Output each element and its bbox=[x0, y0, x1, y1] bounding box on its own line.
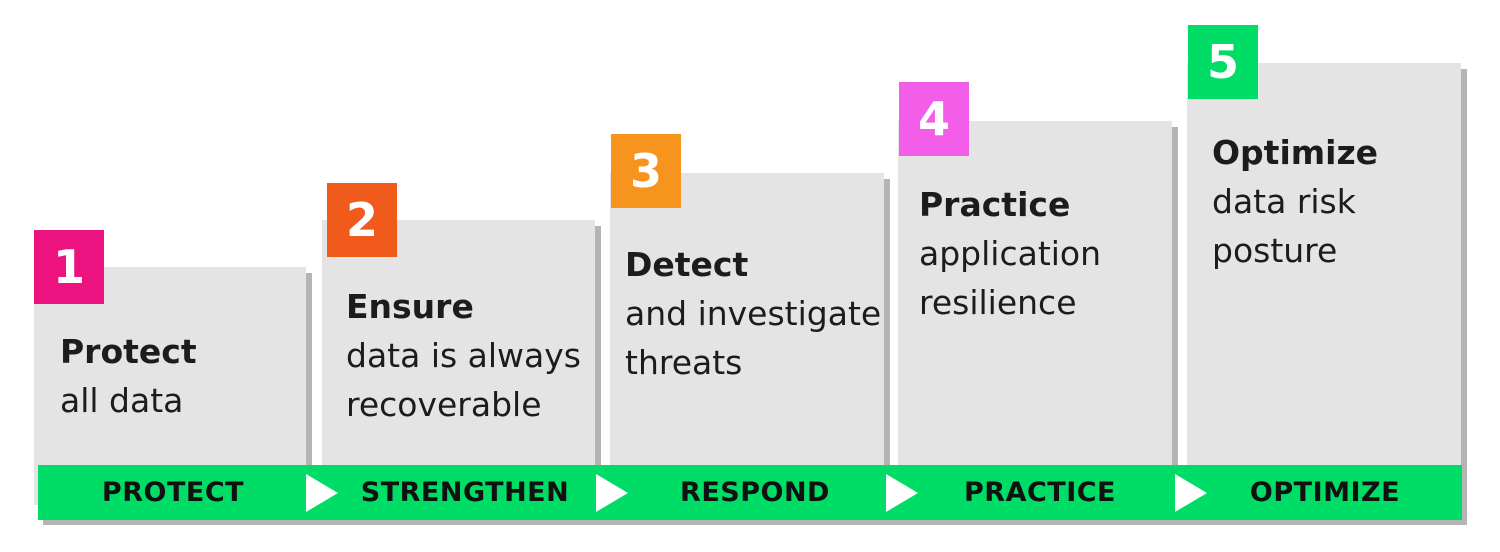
play-arrow-icon bbox=[596, 474, 628, 512]
play-arrow-icon bbox=[306, 474, 338, 512]
step-text-1: Protect all data bbox=[60, 327, 197, 425]
step-text-2: Ensure data is always recoverable bbox=[346, 282, 581, 429]
step-description: application resilience bbox=[919, 234, 1102, 322]
step-heading: Protect bbox=[60, 332, 197, 371]
step-description: and investigate threats bbox=[625, 294, 882, 382]
stage-bar bbox=[38, 465, 1462, 520]
stage-label-optimize: OPTIMIZE bbox=[1249, 477, 1401, 508]
step-heading: Practice bbox=[919, 185, 1071, 224]
step-card-2 bbox=[322, 220, 595, 505]
step-text-5: Optimize data risk posture bbox=[1212, 128, 1378, 275]
step-heading: Optimize bbox=[1212, 133, 1379, 172]
stage-label-practice: PRACTICE bbox=[963, 477, 1116, 508]
step-text-4: Practice application resilience bbox=[919, 180, 1101, 327]
step-number-badge-5: 5 bbox=[1188, 25, 1258, 99]
step-heading: Detect bbox=[625, 245, 749, 284]
stage-label-protect: PROTECT bbox=[101, 477, 245, 508]
stage-label-strengthen: STRENGTHEN bbox=[360, 477, 570, 508]
step-number-badge-4: 4 bbox=[899, 82, 969, 156]
step-card-4 bbox=[898, 121, 1172, 505]
step-description: data risk posture bbox=[1212, 182, 1356, 270]
step-number-badge-1: 1 bbox=[34, 230, 104, 304]
step-number-badge-3: 3 bbox=[611, 134, 681, 208]
stage-label-respond: RESPOND bbox=[680, 477, 830, 508]
step-text-3: Detect and investigate threats bbox=[625, 240, 881, 387]
step-card-5 bbox=[1187, 63, 1461, 505]
step-description: data is always recoverable bbox=[346, 336, 581, 424]
step-card-3 bbox=[610, 173, 884, 505]
play-arrow-icon bbox=[1175, 474, 1207, 512]
play-arrow-icon bbox=[886, 474, 918, 512]
step-number-badge-2: 2 bbox=[327, 183, 397, 257]
step-description: all data bbox=[60, 381, 184, 420]
step-heading: Ensure bbox=[346, 287, 474, 326]
